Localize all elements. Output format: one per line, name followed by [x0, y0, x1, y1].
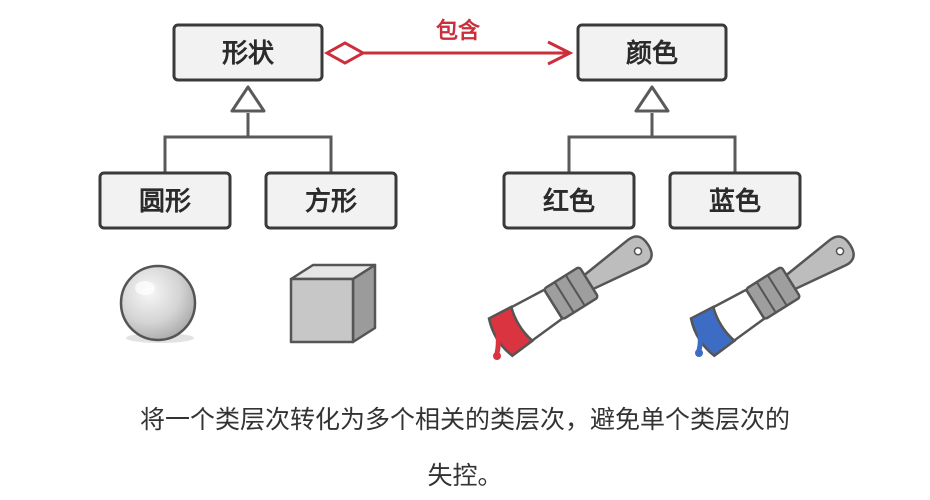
- sphere-icon: [119, 264, 197, 343]
- class-box-label: 蓝色: [709, 186, 761, 217]
- class-box-shape: 形状: [172, 23, 324, 82]
- cube-icon: [289, 263, 377, 344]
- class-box-label: 圆形: [139, 187, 191, 217]
- class-box-label: 方形: [305, 186, 357, 217]
- association-label: 包含: [436, 18, 481, 44]
- aggregation-diamond-icon: [323, 41, 367, 65]
- class-box-circle: 圆形: [98, 171, 232, 230]
- class-box-label: 颜色: [626, 38, 678, 69]
- shape-inheritance-connector: [163, 85, 333, 173]
- inheritance-arrow-icon: [634, 85, 670, 113]
- class-box-color: 颜色: [576, 23, 728, 82]
- caption-line-2: 失控。: [427, 461, 503, 490]
- red-paint-brush-icon: [487, 235, 653, 360]
- arrowhead-icon: [547, 40, 574, 66]
- inheritance-arrow-icon: [230, 85, 266, 113]
- class-box-red: 红色: [502, 171, 636, 230]
- class-box-label: 红色: [543, 186, 595, 217]
- class-diagram: 包含 形状 颜色 圆形 方形 红色 蓝色: [98, 18, 855, 360]
- color-inheritance-connector: [567, 85, 737, 173]
- caption-line-1: 将一个类层次转化为多个相关的类层次，避免单个类层次的: [139, 405, 790, 434]
- class-box-square: 方形: [264, 171, 398, 230]
- blue-paint-brush-icon: [689, 235, 855, 358]
- class-box-label: 形状: [222, 39, 275, 69]
- association-arrow: 包含: [323, 18, 574, 66]
- class-box-blue: 蓝色: [668, 171, 802, 230]
